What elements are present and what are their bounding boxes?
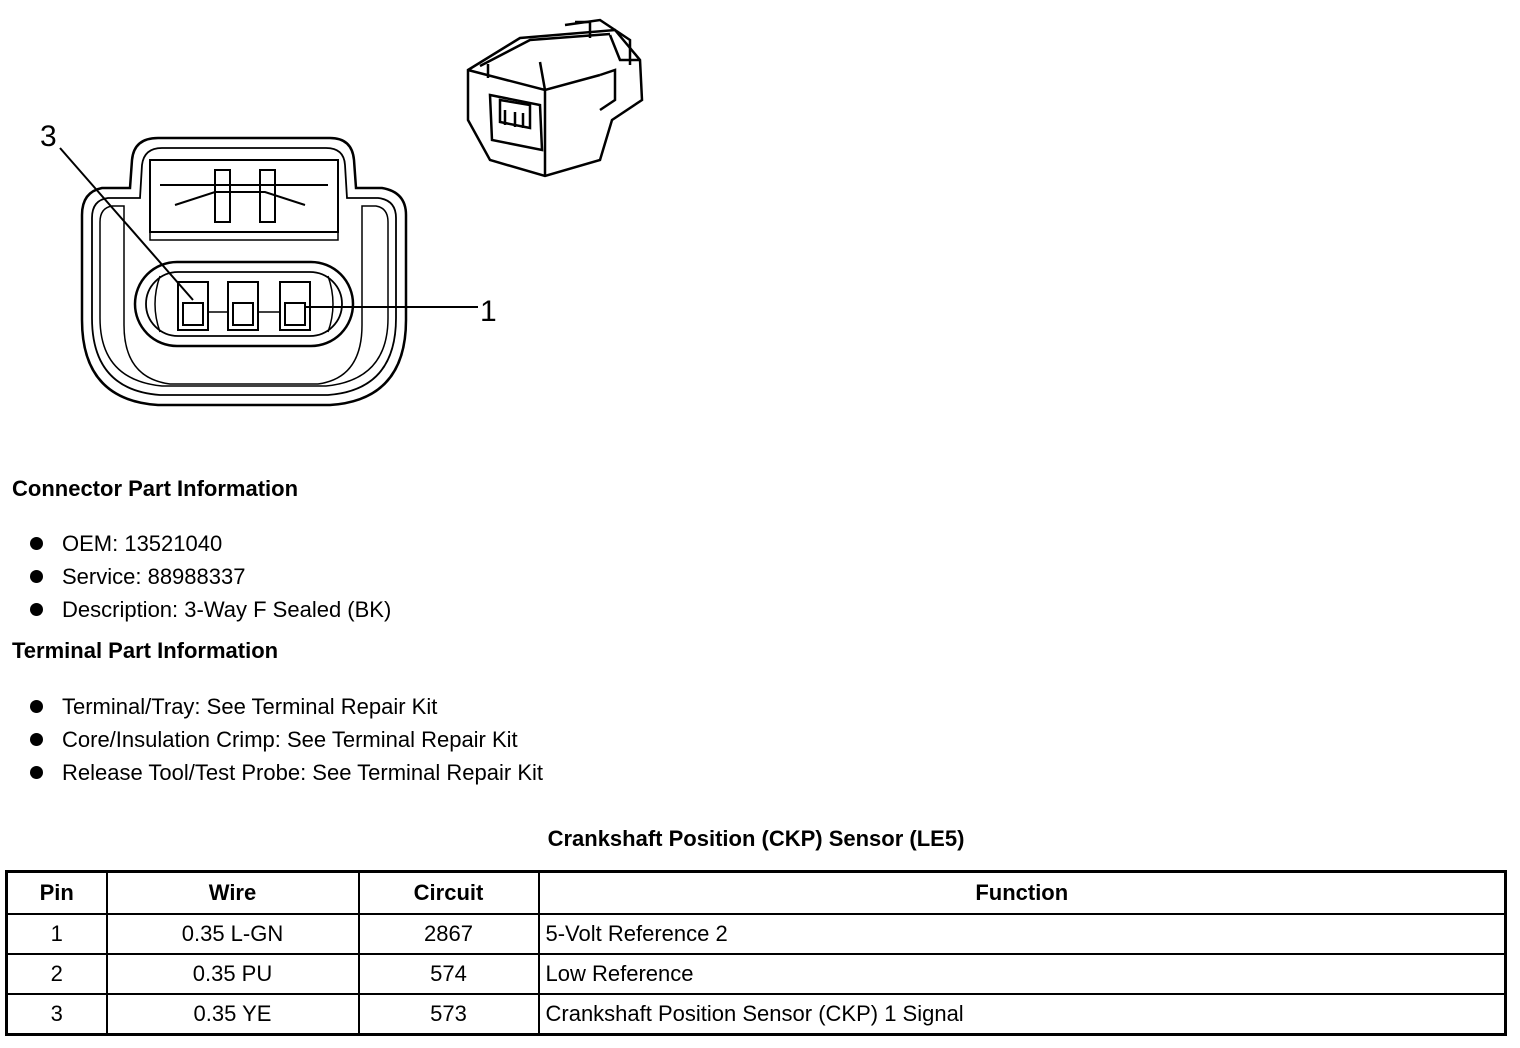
- list-item: Description: 3-Way F Sealed (BK): [28, 593, 391, 626]
- column-header-pin: Pin: [5, 870, 108, 915]
- connector-info-heading: Connector Part Information: [12, 476, 299, 501]
- cell-wire: 0.35 PU: [105, 953, 360, 995]
- list-item-text: OEM: 13521040: [62, 531, 223, 556]
- connector-front-face: [80, 136, 408, 407]
- list-item-text: Core/Insulation Crimp: See Terminal Repa…: [62, 727, 518, 752]
- cell-circuit: 574: [357, 953, 540, 995]
- table-row: 2 0.35 PU 574 Low Reference: [5, 953, 1507, 995]
- connector-diagram: 3 1: [0, 0, 700, 440]
- cell-circuit: 573: [357, 993, 540, 1036]
- terminal-info-list: Terminal/Tray: See Terminal Repair Kit C…: [28, 690, 543, 789]
- list-item: Core/Insulation Crimp: See Terminal Repa…: [28, 723, 543, 756]
- cell-wire: 0.35 YE: [105, 993, 360, 1036]
- list-item-text: Description: 3-Way F Sealed (BK): [62, 597, 392, 622]
- list-item-text: Service: 88988337: [62, 564, 246, 589]
- cell-function: 5-Volt Reference 2: [537, 913, 1507, 955]
- connector-info-list: OEM: 13521040 Service: 88988337 Descript…: [28, 527, 391, 626]
- cell-circuit: 2867: [357, 913, 540, 955]
- table-header-row: Pin Wire Circuit Function: [5, 870, 1507, 915]
- bullet-icon: [30, 733, 43, 746]
- table-row: 3 0.35 YE 573 Crankshaft Position Sensor…: [5, 993, 1507, 1036]
- cell-wire: 0.35 L-GN: [105, 913, 360, 955]
- pinout-table: Pin Wire Circuit Function 1 0.35 L-GN 28…: [5, 870, 1507, 1036]
- column-header-wire: Wire: [105, 870, 360, 915]
- bullet-icon: [30, 603, 43, 616]
- bullet-icon: [30, 766, 43, 779]
- list-item-text: Terminal/Tray: See Terminal Repair Kit: [62, 694, 438, 719]
- pin-3-leader: [59, 147, 194, 301]
- bullet-icon: [30, 537, 43, 550]
- cell-function: Low Reference: [537, 953, 1507, 995]
- connector-3d-view: [466, 18, 644, 178]
- cell-function: Crankshaft Position Sensor (CKP) 1 Signa…: [537, 993, 1507, 1036]
- list-item: Terminal/Tray: See Terminal Repair Kit: [28, 690, 543, 723]
- pin-3-label: 3: [40, 120, 57, 153]
- list-item: Service: 88988337: [28, 560, 391, 593]
- list-item: Release Tool/Test Probe: See Terminal Re…: [28, 756, 543, 789]
- list-item-text: Release Tool/Test Probe: See Terminal Re…: [62, 760, 543, 785]
- cell-pin: 2: [5, 953, 108, 995]
- column-header-circuit: Circuit: [357, 870, 540, 915]
- table-row: 1 0.35 L-GN 2867 5-Volt Reference 2: [5, 913, 1507, 955]
- terminal-info-heading: Terminal Part Information: [12, 638, 279, 663]
- pin-1-label: 1: [480, 295, 497, 328]
- table-title: Crankshaft Position (CKP) Sensor (LE5): [547, 826, 965, 851]
- bullet-icon: [30, 700, 43, 713]
- bullet-icon: [30, 570, 43, 583]
- cell-pin: 1: [5, 913, 108, 955]
- connector-drawing: [59, 18, 644, 407]
- cell-pin: 3: [5, 993, 108, 1036]
- list-item: OEM: 13521040: [28, 527, 391, 560]
- column-header-function: Function: [537, 870, 1507, 915]
